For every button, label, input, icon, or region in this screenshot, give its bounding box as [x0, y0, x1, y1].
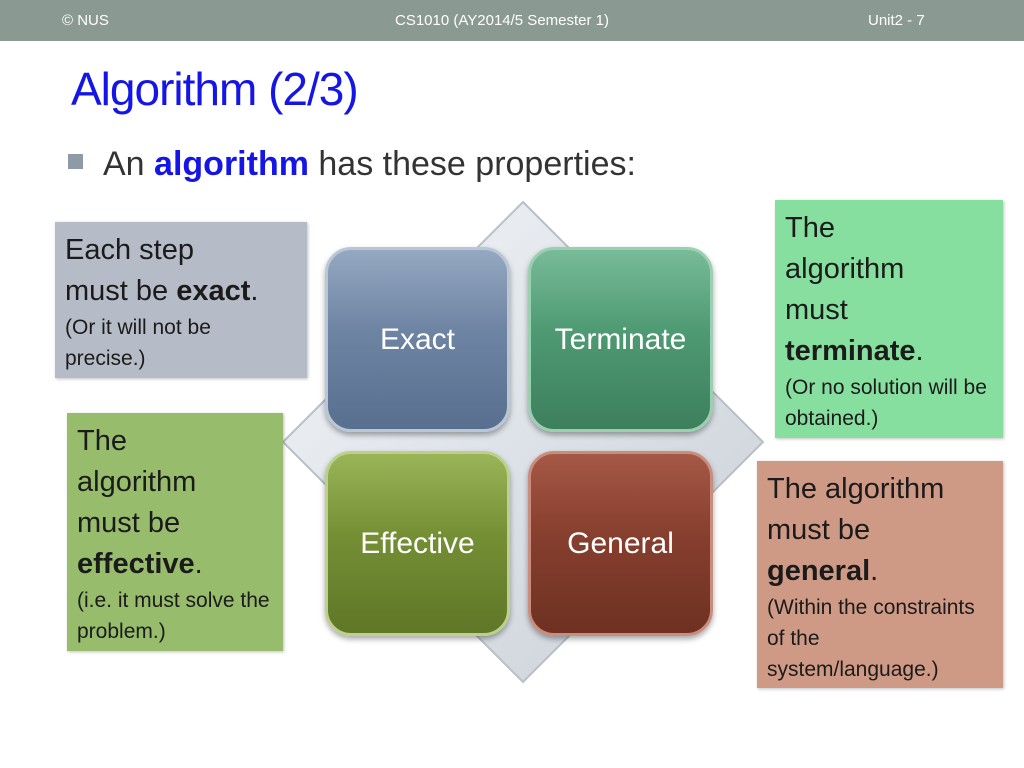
callout-exact-text: must be	[65, 275, 177, 307]
callout-exact: Each step must be exact. (Or it will not…	[55, 222, 307, 378]
callout-terminate-line1: The	[785, 212, 835, 244]
callout-general-line3: general.	[767, 551, 993, 592]
callout-terminate-note: (Or no solution will be obtained.)	[785, 376, 987, 430]
tile-terminate: Terminate	[528, 247, 713, 432]
callout-effective-line2: algorithm	[77, 466, 197, 498]
tile-effective: Effective	[325, 451, 510, 636]
tile-effective-label: Effective	[360, 526, 475, 560]
callout-terminate-line2: algorithm	[785, 253, 905, 285]
tile-exact-label: Exact	[379, 322, 456, 356]
callout-terminate-line3: must	[785, 294, 848, 326]
callout-effective-line4: effective.	[77, 544, 273, 585]
bullet-text-post: has these properties:	[308, 145, 636, 183]
callout-general-line1: The algorithm	[767, 473, 945, 505]
tile-general-label: General	[567, 526, 674, 560]
page-number: Unit2 - 7	[868, 12, 925, 29]
bullet-item: An algorithm has these properties:	[68, 145, 636, 184]
course-label: CS1010 (AY2014/5 Semester 1)	[395, 12, 610, 29]
callout-effective: The algorithm must be effective. (i.e. i…	[67, 413, 283, 651]
callout-general-keyword: general	[767, 555, 871, 587]
bullet-text-pre: An	[103, 145, 155, 183]
callout-general-line2: must be	[767, 514, 871, 546]
callout-effective-note: (i.e. it must solve the problem.)	[77, 589, 270, 643]
callout-terminate: The algorithm must terminate. (Or no sol…	[775, 200, 1003, 438]
callout-effective-line3: must be	[77, 507, 181, 539]
callout-exact-note: (Or it will not be precise.)	[65, 316, 211, 370]
callout-effective-keyword: effective	[77, 548, 195, 580]
callout-effective-period: .	[194, 548, 203, 580]
tile-exact: Exact	[325, 247, 510, 432]
callout-terminate-period: .	[915, 335, 924, 367]
callout-terminate-line4: terminate.	[785, 331, 993, 372]
copyright-label: © NUS	[62, 12, 109, 29]
slide-header: © NUS CS1010 (AY2014/5 Semester 1) Unit2…	[0, 0, 1024, 41]
tile-terminate-label: Terminate	[554, 322, 687, 356]
bullet-square-icon	[68, 154, 83, 169]
callout-general-note: (Within the constraints of the system/la…	[767, 596, 975, 681]
callout-terminate-keyword: terminate	[785, 335, 916, 367]
callout-general: The algorithm must be general. (Within t…	[757, 461, 1003, 688]
callout-effective-line1: The	[77, 425, 127, 457]
callout-exact-line1: Each step	[65, 234, 194, 266]
callout-exact-line2: must be exact.	[65, 271, 297, 312]
tile-general: General	[528, 451, 713, 636]
callout-general-period: .	[870, 555, 879, 587]
bullet-keyword: algorithm	[154, 145, 309, 183]
callout-exact-period: .	[250, 275, 259, 307]
slide-title: Algorithm (2/3)	[71, 63, 359, 115]
callout-exact-keyword: exact	[176, 275, 251, 307]
